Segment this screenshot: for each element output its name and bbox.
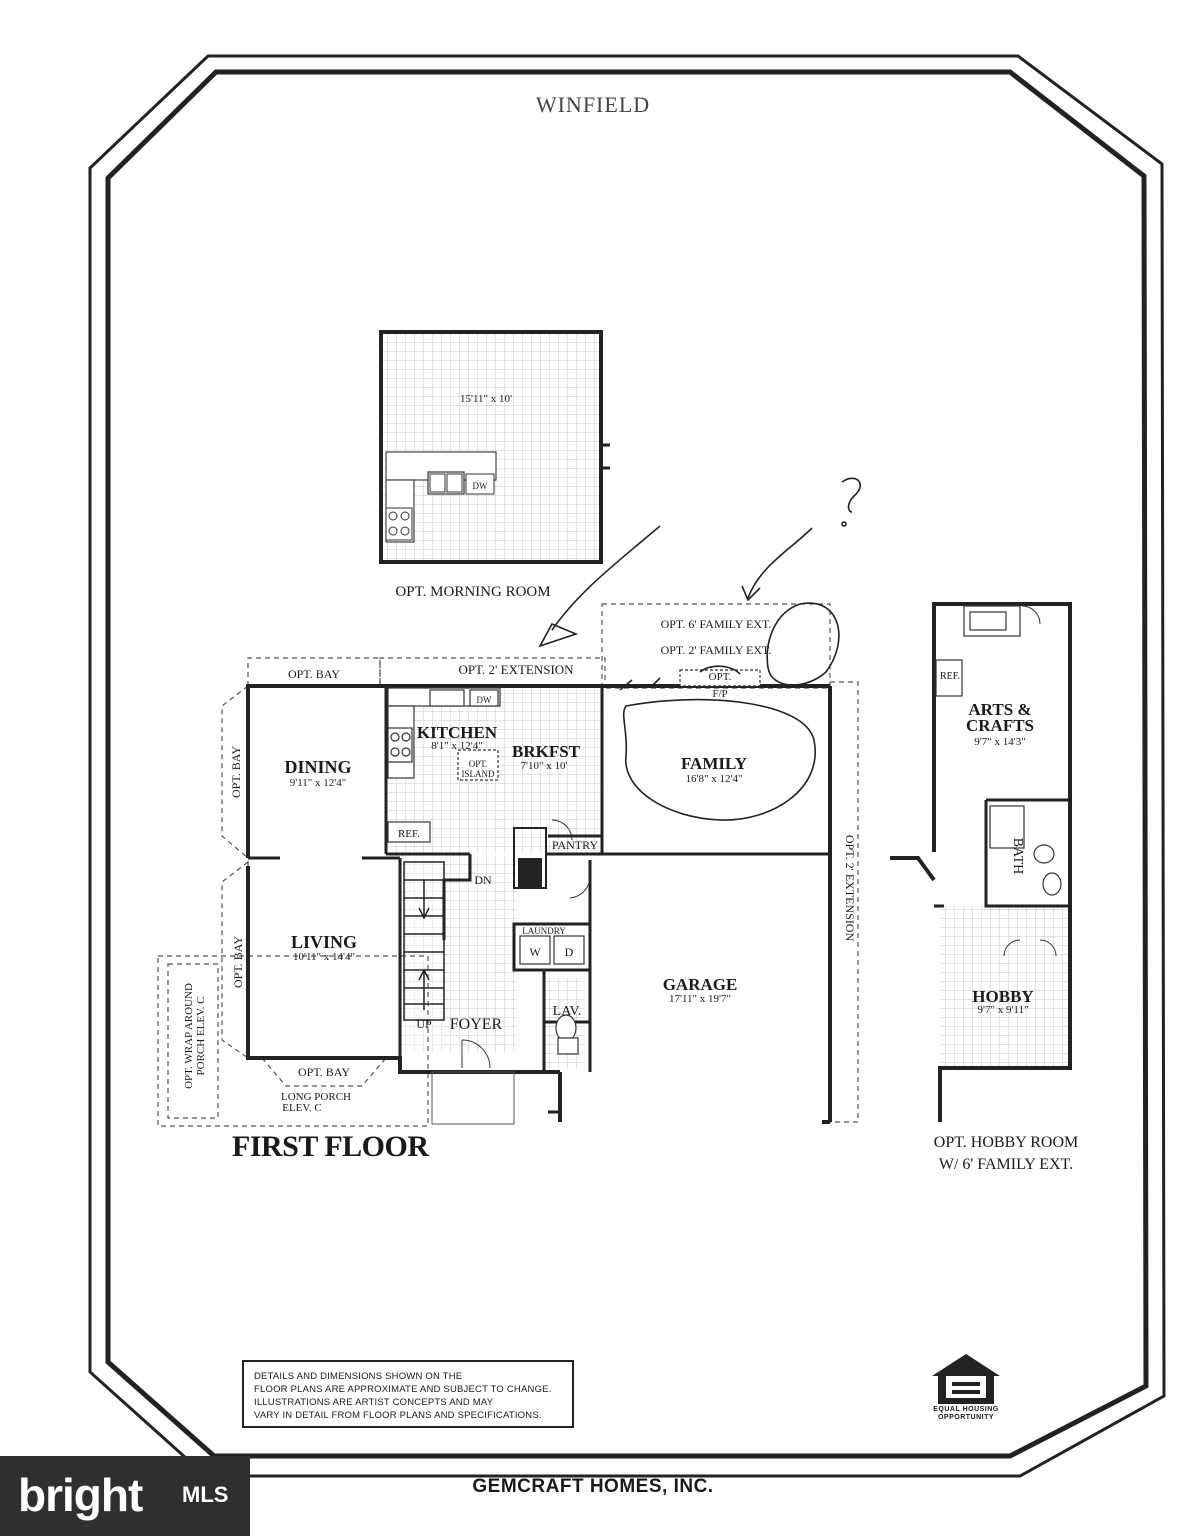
disclaimer-box: DETAILS AND DIMENSIONS SHOWN ON THE FLOO… [242, 1360, 574, 1428]
garage-name: GARAGE [663, 975, 738, 994]
family-dims: 16'8" x 12'4" [686, 773, 743, 785]
option-2ft-family-ext: OPT. 2' FAMILY EXT. [661, 643, 772, 657]
option-6ft-family-ext: OPT. 6' FAMILY EXT. [661, 617, 772, 631]
option-bay-left-upper: OPT. BAY [229, 746, 243, 798]
fireplace-label: F/P [712, 688, 727, 700]
disclaimer-line: FLOOR PLANS ARE APPROXIMATE AND SUBJECT … [254, 1384, 552, 1395]
brkfst-name: BRKFST [512, 742, 581, 761]
arts-crafts-line1: ARTS & [968, 700, 1031, 719]
option-2ft-extension-top: OPT. 2' EXTENSION [458, 662, 574, 677]
long-porch-line2: ELEV. C [282, 1102, 322, 1114]
floor-label: FIRST FLOOR [232, 1130, 429, 1163]
hobby-caption-line1: OPT. HOBBY ROOM [934, 1134, 1078, 1151]
option-bay-left-lower: OPT. BAY [231, 936, 245, 988]
hobby-name: HOBBY [972, 987, 1033, 1006]
option-2ft-extension-right: OPT. 2' EXTENSION [843, 835, 857, 942]
kitchen-dims: 8'1" x 12'4" [431, 740, 482, 752]
morning-room-dw-label: DW [473, 481, 488, 491]
bath-label: BATH [1010, 838, 1025, 875]
wrap-porch-line1: OPT. WRAP AROUND [183, 983, 195, 1089]
up-label: UP [416, 1017, 432, 1031]
island-opt-label: OPT. [469, 759, 488, 769]
family-name: FAMILY [681, 754, 747, 773]
hobby-ref-label: REF. [940, 671, 960, 682]
plan-title: WINFIELD [535, 92, 651, 117]
option-bay-top: OPT. BAY [288, 667, 340, 681]
dn-label: DN [474, 873, 492, 887]
wrap-porch-line2: PORCH ELEV. C [195, 997, 207, 1076]
washer-label: W [529, 945, 541, 959]
pantry-label: PANTRY [552, 838, 599, 852]
hobby-dims: 9'7" x 9'11" [977, 1004, 1028, 1016]
handwritten-marks [538, 477, 861, 821]
equal-housing-badge: EQUAL HOUSING OPPORTUNITY [918, 1350, 1014, 1422]
island-label: ISLAND [462, 769, 495, 779]
fireplace-opt-label: OPT. [709, 671, 732, 683]
kitchen-name: KITCHEN [417, 723, 498, 742]
option-bay-bottom: OPT. BAY [298, 1065, 350, 1079]
disclaimer-line: DETAILS AND DIMENSIONS SHOWN ON THE [254, 1371, 463, 1382]
morning-room-dims: 15'11" x 10' [460, 393, 512, 405]
disclaimer-line: ILLUSTRATIONS ARE ARTIST CONCEPTS AND MA… [254, 1397, 494, 1408]
living-name: LIVING [291, 932, 357, 952]
equal-housing-line1: EQUAL HOUSING [933, 1406, 999, 1413]
equal-housing-line2: OPPORTUNITY [937, 1414, 995, 1421]
first-floor-plan [157, 603, 859, 1127]
brkfst-dims: 7'10" x 10' [521, 760, 568, 772]
hobby-caption-line2: W/ 6' FAMILY EXT. [939, 1156, 1073, 1173]
long-porch-line1: LONG PORCH [281, 1091, 351, 1103]
hobby-room-plan [890, 602, 1072, 1122]
inner-border [105, 69, 1149, 1459]
lav-label: LAV. [553, 1004, 582, 1019]
laundry-label: LAUNDRY [522, 926, 566, 936]
equal-housing-icon [932, 1354, 1000, 1404]
dryer-label: D [565, 945, 574, 959]
watermark-brand: bright [18, 1469, 143, 1521]
dw-label: DW [477, 695, 492, 705]
company-name: GEMCRAFT HOMES, INC. [472, 1476, 714, 1497]
dining-name: DINING [284, 757, 351, 777]
watermark-mls: MLS [182, 1482, 229, 1507]
garage-dims: 17'11" x 19'7" [669, 993, 731, 1005]
disclaimer-line: VARY IN DETAIL FROM FLOOR PLANS AND SPEC… [254, 1410, 542, 1421]
morning-room-caption: OPT. MORNING ROOM [395, 584, 550, 600]
living-dims: 10'11" x 14'4" [293, 951, 355, 963]
bright-mls-watermark: bright MLS [0, 1456, 250, 1536]
morning-room-plan [379, 330, 610, 564]
ref-label: REF. [398, 828, 420, 840]
arts-crafts-dims: 9'7" x 14'3" [974, 736, 1025, 748]
dining-dims: 9'11" x 12'4" [290, 777, 347, 789]
foyer-name: FOYER [450, 1016, 503, 1033]
arts-crafts-line2: CRAFTS [966, 716, 1034, 735]
outer-border [88, 54, 1166, 1478]
